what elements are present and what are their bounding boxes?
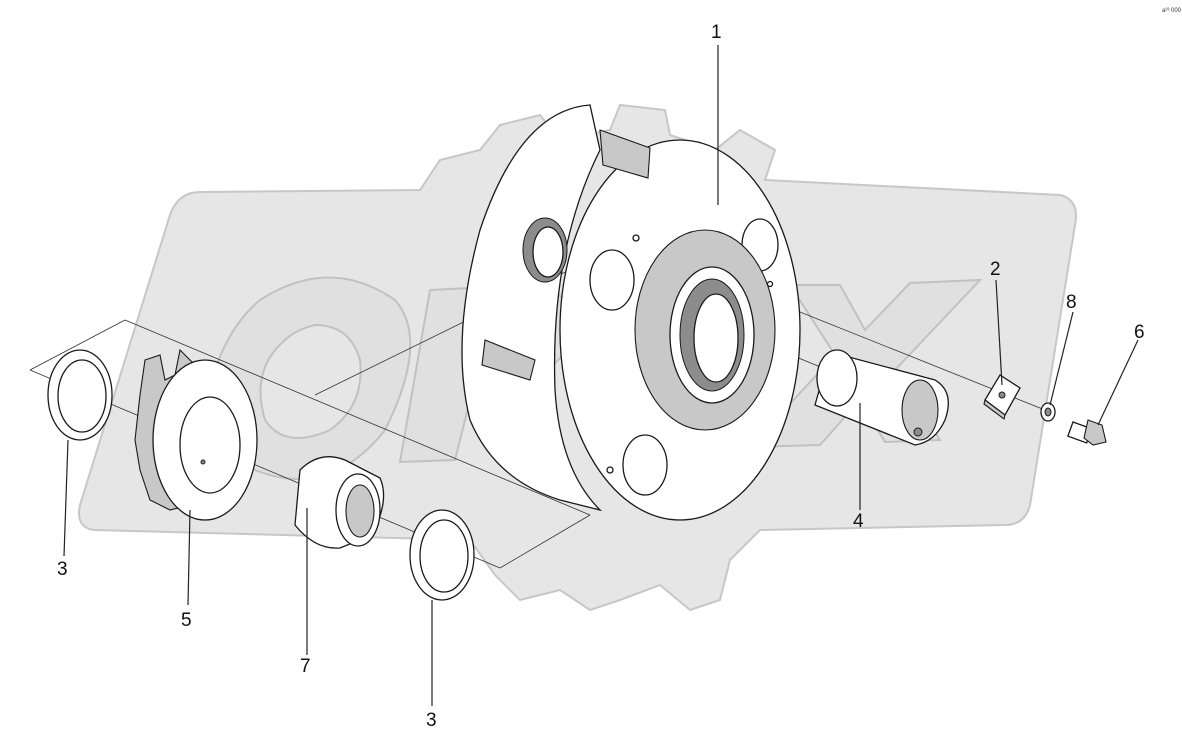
bushing	[294, 456, 385, 549]
callout-4: 4	[853, 511, 864, 532]
thrust-washer-left	[47, 349, 113, 441]
thrust-washer-right	[409, 509, 475, 601]
lock-plate	[983, 374, 1021, 420]
bolt	[1067, 419, 1107, 446]
corner-code: a²³ 000	[1162, 8, 1182, 14]
callout-8: 8	[1066, 292, 1077, 313]
planet-carrier	[461, 104, 801, 521]
callout-3-right: 3	[426, 710, 437, 731]
callout-7: 7	[300, 656, 311, 677]
callout-3-left: 3	[57, 559, 68, 580]
callout-1: 1	[711, 22, 722, 43]
callout-6: 6	[1134, 322, 1145, 343]
axle-pin	[814, 349, 949, 446]
leader-lines	[63, 45, 1139, 706]
callout-5: 5	[181, 610, 192, 631]
planet-gear	[134, 348, 258, 521]
callout-2: 2	[990, 259, 1001, 280]
washer-small	[1040, 402, 1056, 422]
